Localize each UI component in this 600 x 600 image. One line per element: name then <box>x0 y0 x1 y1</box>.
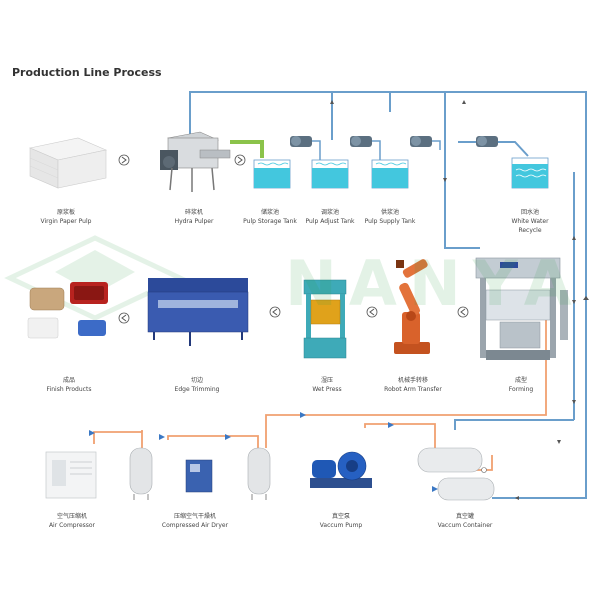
pulp-pump-icon <box>290 136 321 160</box>
pulp-supply-tank <box>371 159 409 189</box>
step-arrow-left-icon <box>366 306 378 318</box>
hydra-pulper-image <box>160 131 231 192</box>
air-receiver-tank <box>247 447 271 500</box>
pulp-storage-tank <box>230 140 291 189</box>
watermark-text: NANYA <box>285 247 584 320</box>
recycle-pump-icon <box>476 136 498 147</box>
step-arrow-icon <box>234 154 246 166</box>
step-arrow-left-icon <box>118 312 130 324</box>
valves <box>89 412 438 492</box>
flow-arrows <box>330 100 589 500</box>
step-arrow-left-icon <box>269 306 281 318</box>
pipe-top-trunk <box>189 91 587 499</box>
vacuum-container-image <box>417 447 495 501</box>
vacuum-pump-image <box>310 451 372 488</box>
air-receiver-tank <box>129 447 153 500</box>
step-arrow-icon <box>118 154 130 166</box>
forming-machine-image <box>475 257 568 360</box>
pipe-branch-445 <box>444 92 480 249</box>
robot-arm-image <box>394 259 430 354</box>
pulp-pump-icon <box>350 136 381 160</box>
compressed-air-dryer-image <box>185 459 213 493</box>
wet-press-image <box>303 279 347 359</box>
air-compressor-image <box>45 451 97 499</box>
pulp-pump-icon <box>410 136 441 150</box>
finished-products-image <box>27 282 108 339</box>
step-arrow-left-icon <box>457 306 469 318</box>
white-water-tank <box>511 157 549 189</box>
pulp-adjust-tank <box>311 159 349 189</box>
pipe-lower-blue <box>454 419 574 430</box>
page-title: Production Line Process <box>12 66 162 79</box>
edge-trimming-image <box>147 278 249 346</box>
virgin-pulp-image <box>29 137 107 189</box>
